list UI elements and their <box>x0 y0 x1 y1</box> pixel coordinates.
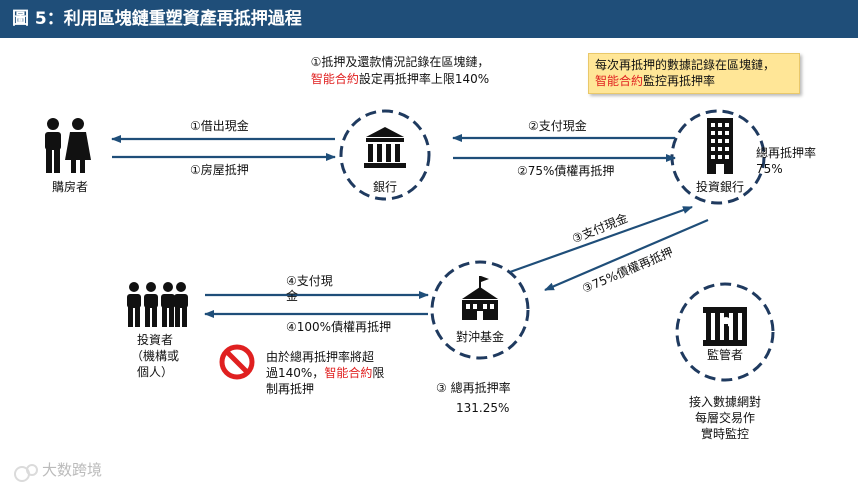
block-note-line1: 由於總再抵押率將超 <box>266 350 375 364</box>
label-ib-to-bank: ②支付現金 <box>528 119 587 133</box>
investor-icon <box>127 282 188 327</box>
regulator-note-line1: 接入數據網對 <box>688 395 761 409</box>
top-note-line1: ①抵押及還款情況記錄在區塊鏈， <box>310 55 490 69</box>
investor-label-line1: 投資者 <box>136 333 173 347</box>
smart-contract-text: 智能合約 <box>595 74 644 88</box>
regulator-note-line3: 實時監控 <box>700 427 749 441</box>
ib-rate-line1: 總再抵押率 <box>756 146 817 160</box>
label-investor-to-hf: ④100%債權再抵押 <box>286 320 392 334</box>
hf-rate-line2: 131.25% <box>456 401 510 415</box>
top-note-line2-rest: 設定再抵押率上限140% <box>358 72 490 86</box>
hedge-fund-icon <box>462 276 498 320</box>
yellow-note-line2-rest: 監控再抵押率 <box>643 74 716 88</box>
smart-contract-text: 智能合約 <box>310 72 359 86</box>
block-note-line2-b: 限 <box>372 366 385 380</box>
label-bank-to-buyer: ①借出現金 <box>190 119 249 133</box>
smart-contract-text: 智能合約 <box>324 366 373 380</box>
arrow-ib-to-hf <box>544 218 709 292</box>
investment-bank-icon <box>707 118 733 174</box>
watermark-text: 大数跨境 <box>42 461 103 479</box>
label-buyer-to-bank: ①房屋抵押 <box>190 163 249 177</box>
yellow-note: 每次再抵押的數據記錄在區塊鏈， 智能合約監控再抵押率 <box>588 53 800 94</box>
yellow-note-line2: 智能合約監控再抵押率 <box>595 73 793 89</box>
top-note-line2: 智能合約設定再抵押率上限140% <box>285 72 515 87</box>
buyer-label: 購房者 <box>51 180 88 194</box>
ib-rate-line2: 75% <box>756 162 783 176</box>
regulator-label: 監管者 <box>706 348 743 362</box>
yellow-note-line1: 每次再抵押的數據記錄在區塊鏈， <box>595 58 776 72</box>
hedge-fund-label: 對沖基金 <box>455 330 504 344</box>
label-bank-to-ib: ②75%債權再抵押 <box>517 164 615 178</box>
bank-label: 銀行 <box>372 180 397 194</box>
label-hf-to-investor-b: 金 <box>286 289 299 303</box>
figure-title: 圖 5：利用區塊鏈重塑資產再抵押過程 <box>0 0 858 38</box>
arrow-hf-to-ib <box>509 205 693 274</box>
regulator-note-line2: 每層交易作 <box>694 411 755 425</box>
investor-label-line3: 個人） <box>136 365 173 379</box>
hedge-fund-node <box>430 260 530 360</box>
regulator-icon <box>703 307 747 346</box>
buyer-icon <box>45 118 91 173</box>
investor-label-line2: （機構或 <box>130 349 179 363</box>
block-note-line2-a: 過140%， <box>266 366 325 380</box>
investment-bank-label: 投資銀行 <box>695 180 744 194</box>
watermark-logo <box>14 464 38 482</box>
regulator-node <box>675 282 775 382</box>
hf-rate-line1: ③ 總再抵押率 <box>436 381 511 395</box>
bank-icon <box>364 127 406 168</box>
prohibition-icon <box>219 344 255 380</box>
bank-node <box>339 109 431 201</box>
label-hf-to-investor-a: ④支付現 <box>286 274 333 288</box>
block-note-line3: 制再抵押 <box>266 382 315 396</box>
block-note-line2: 過140%，智能合約限 <box>266 366 384 381</box>
